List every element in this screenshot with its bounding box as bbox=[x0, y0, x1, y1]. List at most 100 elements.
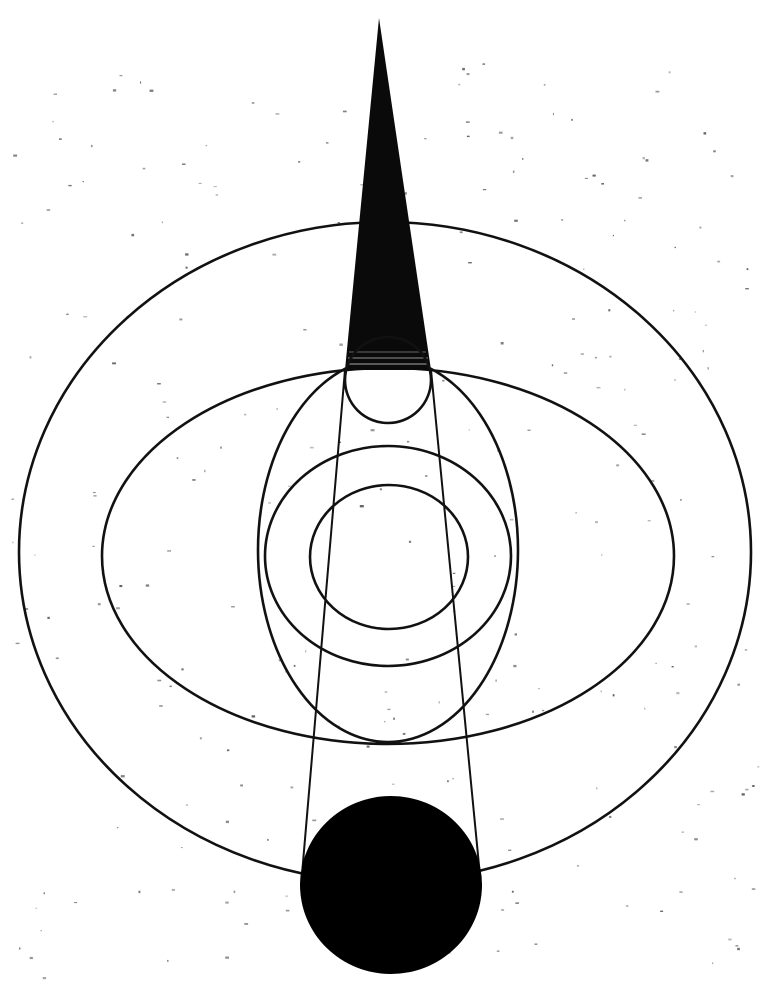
tangent-line-right bbox=[431, 370, 481, 886]
speckle bbox=[13, 155, 17, 157]
speckle bbox=[179, 319, 182, 321]
speckle bbox=[460, 231, 463, 233]
sun-disk bbox=[300, 796, 482, 974]
speckle bbox=[495, 680, 496, 682]
speckle bbox=[452, 778, 454, 779]
speckle bbox=[737, 948, 740, 950]
speckle bbox=[601, 691, 602, 693]
speckle bbox=[268, 502, 271, 503]
speckle bbox=[513, 665, 516, 667]
wide-orbit bbox=[102, 368, 674, 744]
speckle bbox=[252, 715, 256, 717]
speckle bbox=[186, 804, 188, 806]
tall-ring bbox=[258, 358, 518, 742]
speckle bbox=[276, 113, 280, 114]
speckle bbox=[439, 701, 440, 703]
speckle bbox=[47, 617, 49, 619]
speckle bbox=[542, 710, 544, 711]
speckle bbox=[528, 430, 531, 431]
speckle bbox=[393, 718, 395, 720]
speckle bbox=[757, 766, 759, 767]
speckle bbox=[669, 71, 671, 73]
speckle bbox=[200, 737, 202, 739]
speckle bbox=[403, 733, 406, 735]
speckle bbox=[497, 950, 500, 952]
speckle bbox=[745, 288, 749, 289]
speckle bbox=[500, 818, 504, 819]
speckle bbox=[140, 82, 141, 84]
speckle bbox=[639, 197, 642, 198]
speckle bbox=[167, 960, 169, 962]
speckle bbox=[535, 943, 538, 945]
speckle bbox=[226, 821, 229, 823]
speckle bbox=[34, 555, 35, 556]
speckle bbox=[501, 342, 504, 345]
speckle bbox=[514, 220, 518, 222]
speckle bbox=[139, 891, 141, 893]
speckle bbox=[575, 512, 577, 514]
speckle bbox=[21, 222, 23, 224]
speckle bbox=[577, 865, 579, 867]
speckle bbox=[609, 816, 611, 818]
speckle bbox=[745, 789, 748, 791]
speckle bbox=[30, 356, 32, 358]
tangent-line-left bbox=[301, 370, 345, 886]
speckle bbox=[181, 847, 182, 848]
speckle bbox=[68, 185, 71, 186]
speckle bbox=[609, 356, 611, 358]
speckle bbox=[54, 94, 57, 95]
speckle bbox=[170, 686, 172, 688]
speckle bbox=[469, 429, 470, 430]
speckle bbox=[220, 447, 222, 449]
speckle bbox=[298, 161, 300, 163]
speckle bbox=[272, 254, 276, 256]
speckle bbox=[508, 850, 511, 851]
speckle bbox=[510, 519, 514, 521]
speckle bbox=[703, 350, 704, 352]
speckle bbox=[613, 235, 614, 236]
speckle bbox=[83, 181, 84, 182]
speckle bbox=[674, 746, 677, 748]
speckle bbox=[231, 606, 235, 607]
speckle bbox=[597, 387, 601, 389]
speckle bbox=[121, 775, 125, 777]
speckle bbox=[216, 194, 218, 196]
speckle bbox=[458, 84, 460, 86]
speckle bbox=[117, 827, 119, 828]
speckle bbox=[704, 132, 707, 134]
speckle bbox=[343, 111, 347, 113]
speckle bbox=[225, 957, 229, 959]
speckle bbox=[596, 787, 597, 789]
speckle bbox=[384, 721, 385, 723]
speckle bbox=[738, 684, 740, 686]
speckle bbox=[66, 314, 69, 315]
speckle bbox=[680, 499, 682, 501]
speckle bbox=[47, 209, 51, 211]
speckle bbox=[483, 63, 486, 64]
speckle bbox=[616, 464, 619, 466]
speckle bbox=[150, 90, 154, 92]
speckle bbox=[734, 878, 736, 879]
speckle bbox=[19, 948, 20, 950]
speckle bbox=[291, 787, 294, 789]
speckle bbox=[697, 804, 700, 805]
speckle bbox=[712, 556, 715, 557]
speckle bbox=[392, 784, 394, 785]
speckle bbox=[113, 89, 116, 91]
speckle bbox=[613, 694, 615, 696]
speckle bbox=[16, 643, 20, 644]
speckle bbox=[467, 136, 470, 137]
speckle bbox=[644, 708, 645, 710]
speckle bbox=[642, 433, 646, 435]
speckle bbox=[682, 832, 684, 833]
speckle bbox=[159, 705, 163, 707]
speckle bbox=[44, 892, 45, 894]
speckle bbox=[339, 344, 342, 346]
speckle bbox=[360, 505, 364, 507]
speckle bbox=[742, 793, 745, 795]
speckle bbox=[593, 175, 596, 177]
speckle bbox=[286, 910, 290, 912]
speckle bbox=[204, 470, 205, 472]
speckle bbox=[626, 905, 628, 906]
speckle bbox=[167, 417, 170, 418]
